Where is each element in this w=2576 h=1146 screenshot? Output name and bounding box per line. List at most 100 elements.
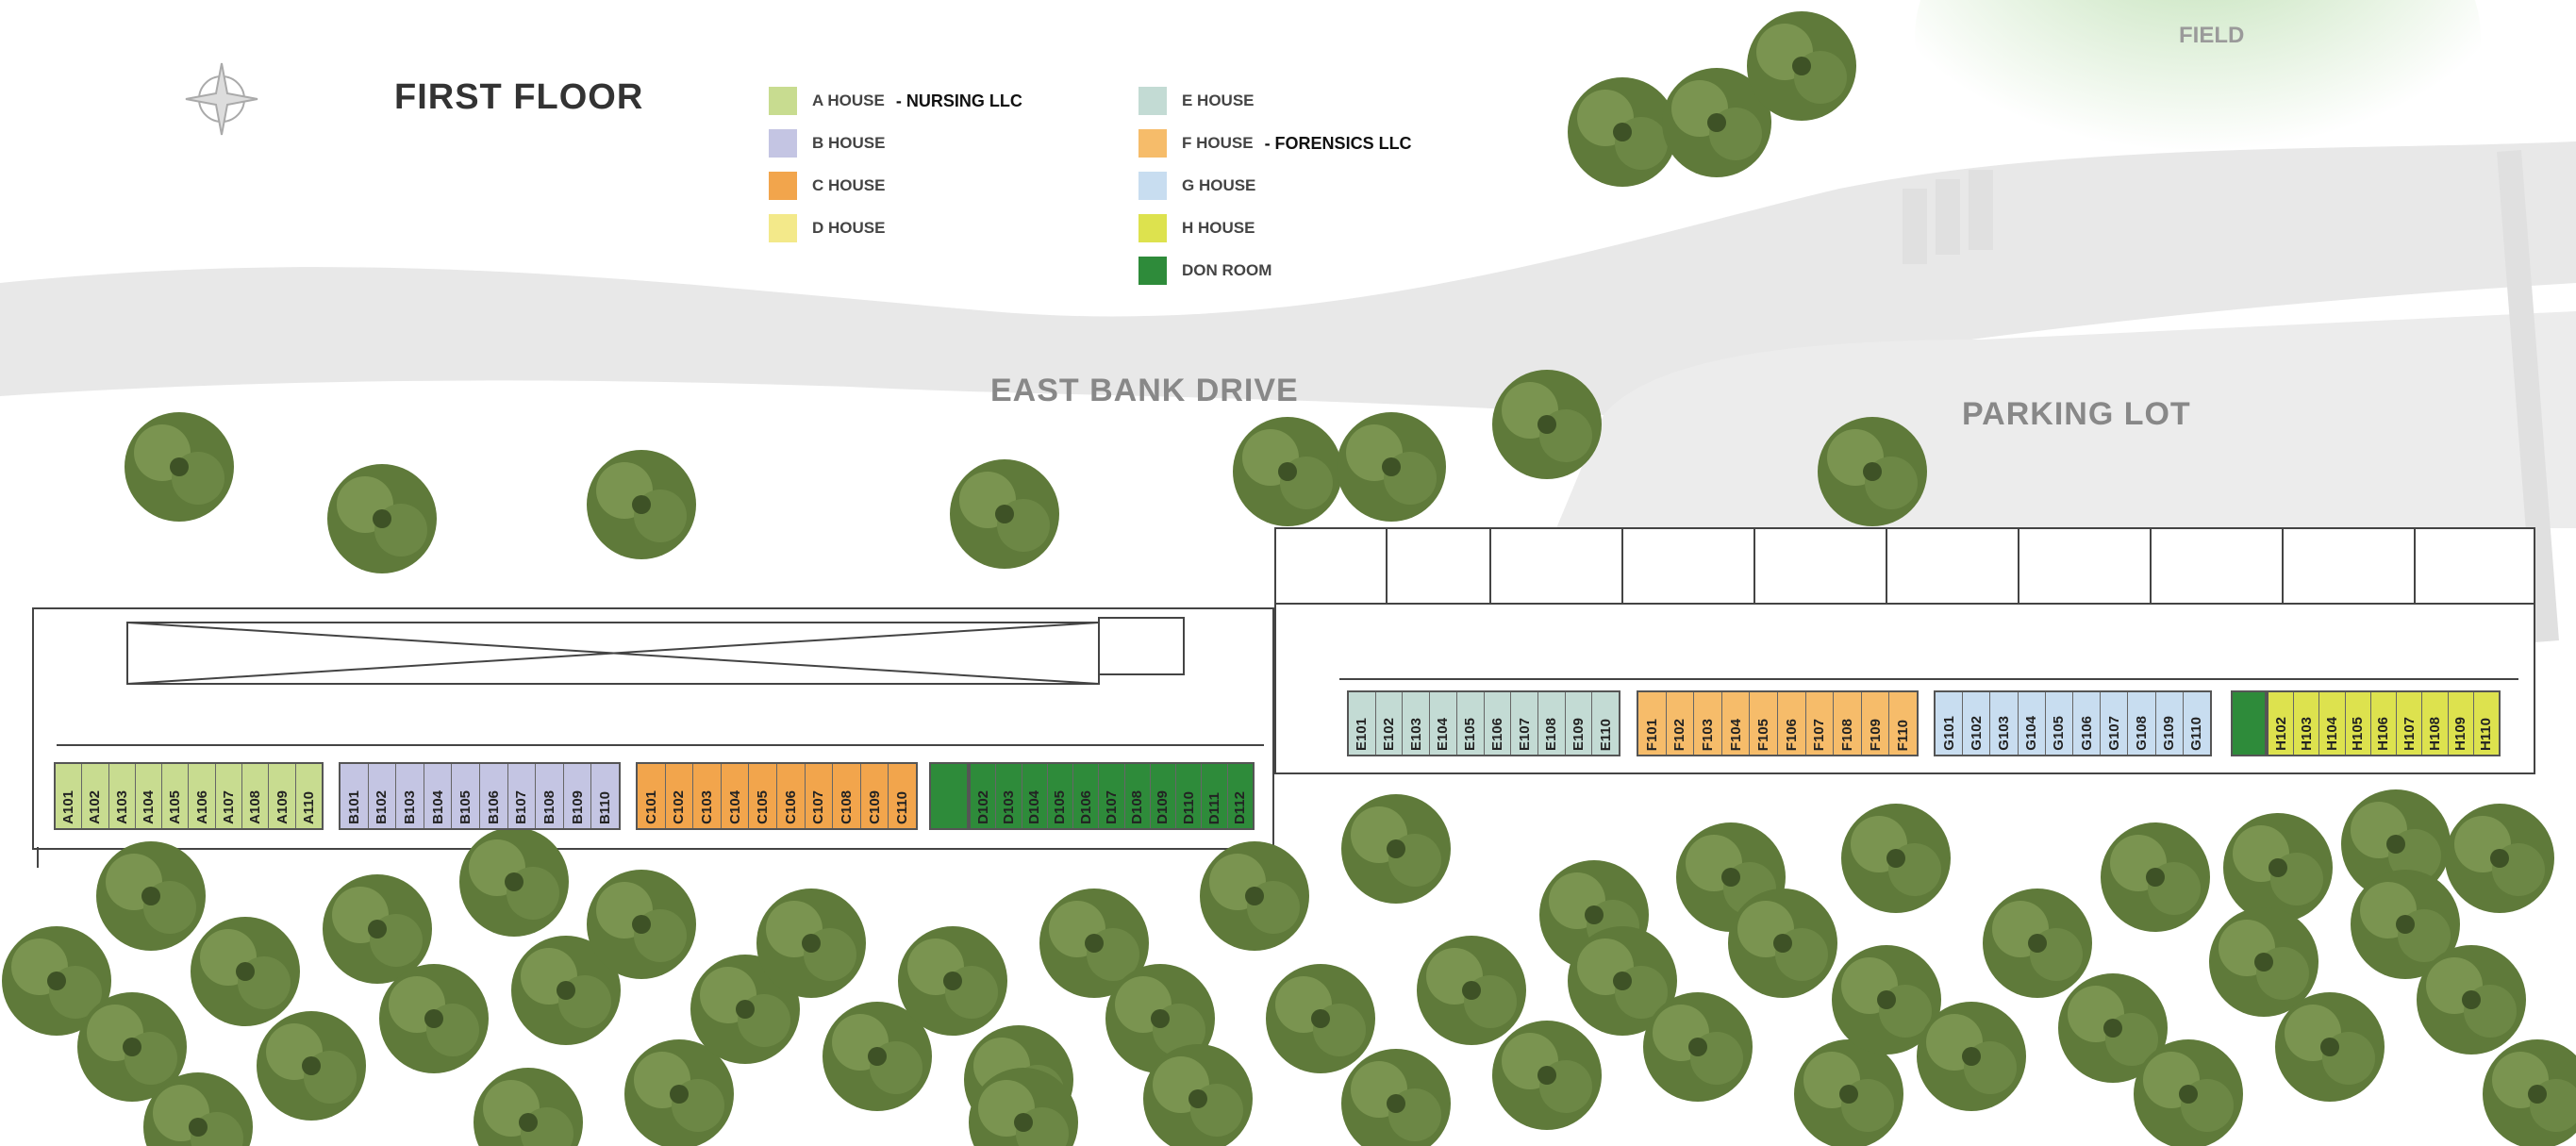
tree-icon <box>2134 1039 2243 1146</box>
room[interactable]: E101 <box>1349 692 1376 755</box>
legend-swatch <box>769 129 797 158</box>
room[interactable]: A108 <box>242 764 270 828</box>
room[interactable]: E108 <box>1538 692 1566 755</box>
room[interactable]: B108 <box>536 764 564 828</box>
room[interactable]: F109 <box>1862 692 1890 755</box>
room[interactable]: D105 <box>1048 764 1074 828</box>
room[interactable]: F110 <box>1889 692 1917 755</box>
room[interactable]: E109 <box>1566 692 1593 755</box>
room[interactable]: D104 <box>1022 764 1048 828</box>
tree-icon <box>77 992 187 1102</box>
room[interactable]: H106 <box>2371 692 2398 755</box>
room[interactable]: C105 <box>749 764 777 828</box>
room[interactable]: E110 <box>1592 692 1619 755</box>
room[interactable]: C104 <box>722 764 750 828</box>
room[interactable]: G110 <box>2184 692 2210 755</box>
room[interactable]: C101 <box>638 764 666 828</box>
room-number: A109 <box>274 790 291 824</box>
room[interactable]: C106 <box>777 764 806 828</box>
room[interactable]: A105 <box>162 764 190 828</box>
room[interactable]: G109 <box>2156 692 2184 755</box>
room[interactable]: D102 <box>971 764 997 828</box>
room-number: D107 <box>1103 790 1120 824</box>
room[interactable]: E107 <box>1511 692 1538 755</box>
room[interactable]: A103 <box>109 764 136 828</box>
room[interactable]: F105 <box>1750 692 1778 755</box>
room[interactable]: E102 <box>1376 692 1404 755</box>
room[interactable]: B103 <box>396 764 424 828</box>
legend-item: D HOUSE <box>769 214 885 242</box>
legend-label: B HOUSE <box>812 134 886 152</box>
room[interactable]: G107 <box>2101 692 2129 755</box>
legend-swatch <box>769 87 797 115</box>
room[interactable]: F101 <box>1638 692 1667 755</box>
room[interactable]: G103 <box>1990 692 2019 755</box>
room[interactable]: D107 <box>1099 764 1125 828</box>
don-room[interactable] <box>929 762 969 830</box>
room[interactable]: C102 <box>666 764 694 828</box>
room[interactable]: F103 <box>1694 692 1722 755</box>
room[interactable]: B107 <box>508 764 537 828</box>
room[interactable]: A106 <box>189 764 216 828</box>
room[interactable]: B110 <box>591 764 619 828</box>
room[interactable]: G102 <box>1963 692 1991 755</box>
room[interactable]: F108 <box>1834 692 1862 755</box>
tree-icon <box>1917 1002 2026 1111</box>
room[interactable]: D108 <box>1125 764 1151 828</box>
room-number: E104 <box>1435 717 1452 751</box>
legend-swatch <box>1138 129 1167 158</box>
room[interactable]: F107 <box>1806 692 1835 755</box>
room[interactable]: A110 <box>296 764 322 828</box>
room[interactable]: B109 <box>564 764 592 828</box>
room-number: F101 <box>1643 718 1660 751</box>
room[interactable]: D106 <box>1073 764 1100 828</box>
room[interactable]: G108 <box>2128 692 2156 755</box>
room-number: F109 <box>1867 718 1884 751</box>
room[interactable]: D111 <box>1202 764 1228 828</box>
room[interactable]: H110 <box>2474 692 2499 755</box>
room[interactable]: B101 <box>341 764 369 828</box>
room[interactable]: H103 <box>2294 692 2320 755</box>
room[interactable]: H105 <box>2346 692 2371 755</box>
room[interactable]: B104 <box>424 764 453 828</box>
room[interactable]: G104 <box>2019 692 2046 755</box>
room[interactable]: H109 <box>2449 692 2474 755</box>
room-number: A103 <box>113 790 130 824</box>
room[interactable]: B106 <box>480 764 508 828</box>
room[interactable]: A109 <box>269 764 296 828</box>
room[interactable]: H104 <box>2319 692 2346 755</box>
room[interactable]: D112 <box>1228 764 1253 828</box>
room[interactable]: A107 <box>216 764 243 828</box>
room[interactable]: F106 <box>1778 692 1806 755</box>
room[interactable]: F102 <box>1667 692 1695 755</box>
room[interactable]: H107 <box>2397 692 2423 755</box>
room[interactable]: G101 <box>1936 692 1964 755</box>
room[interactable]: C103 <box>693 764 722 828</box>
room[interactable]: F104 <box>1722 692 1751 755</box>
room[interactable]: E104 <box>1430 692 1457 755</box>
room[interactable]: C108 <box>833 764 861 828</box>
room[interactable]: B105 <box>452 764 480 828</box>
room[interactable]: D103 <box>996 764 1022 828</box>
room[interactable]: A104 <box>136 764 163 828</box>
legend-label: DON ROOM <box>1182 261 1272 279</box>
room[interactable]: B102 <box>369 764 397 828</box>
room[interactable]: E105 <box>1457 692 1485 755</box>
room[interactable]: G106 <box>2073 692 2102 755</box>
room[interactable]: A102 <box>82 764 109 828</box>
room[interactable]: H102 <box>2269 692 2295 755</box>
room-number: H109 <box>2452 717 2469 751</box>
room[interactable]: A101 <box>56 764 83 828</box>
room[interactable]: E106 <box>1485 692 1512 755</box>
room[interactable]: D110 <box>1176 764 1203 828</box>
room[interactable]: D109 <box>1151 764 1177 828</box>
room[interactable]: H108 <box>2422 692 2449 755</box>
room[interactable]: C107 <box>806 764 834 828</box>
room[interactable]: C110 <box>889 764 916 828</box>
room[interactable]: C109 <box>861 764 889 828</box>
don-room[interactable] <box>2231 690 2267 756</box>
room[interactable]: E103 <box>1403 692 1431 755</box>
room[interactable]: G105 <box>2046 692 2074 755</box>
